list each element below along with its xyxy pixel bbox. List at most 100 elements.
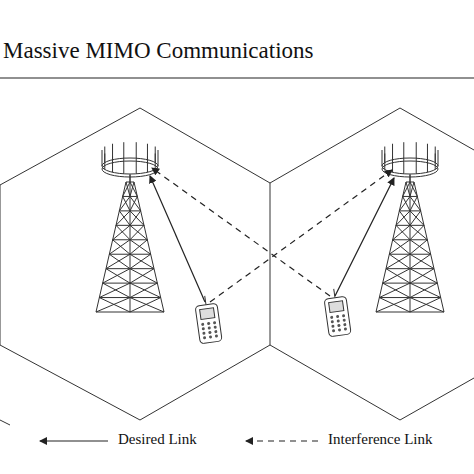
antenna-element: [403, 158, 404, 174]
stroke: [410, 196, 421, 210]
stroke: [410, 298, 444, 312]
desired-link: [335, 178, 394, 296]
stroke: [338, 328, 341, 331]
stroke: [215, 334, 218, 337]
legend-text: Interference Link: [326, 431, 435, 448]
antenna-element: [136, 158, 137, 174]
antenna-element: [136, 142, 137, 158]
stroke: [410, 175, 411, 182]
stroke: [344, 327, 347, 330]
antenna-element: [435, 147, 436, 163]
stroke: [382, 161, 438, 177]
phone-symbol: [323, 287, 351, 337]
stroke: [106, 254, 130, 268]
antenna-element: [416, 142, 417, 158]
stroke: [123, 182, 130, 196]
stroke: [332, 329, 335, 332]
antenna-element: [416, 158, 417, 174]
legend-text: Desired Link: [116, 431, 199, 448]
stroke: [130, 240, 151, 254]
stroke: [396, 211, 410, 225]
stroke: [130, 175, 131, 182]
tower-symbol: [376, 142, 444, 312]
stroke: [334, 289, 335, 298]
stroke: [410, 240, 431, 254]
stroke: [103, 269, 130, 283]
stroke: [213, 321, 216, 324]
stroke: [214, 330, 217, 333]
antenna-element: [102, 150, 103, 166]
stroke: [337, 324, 340, 327]
antenna-element: [147, 144, 148, 160]
cell-outlines: [0, 108, 474, 425]
stroke: [130, 283, 161, 297]
stroke: [331, 320, 334, 323]
stroke: [203, 336, 206, 339]
stroke: [410, 182, 417, 196]
stroke: [116, 211, 130, 225]
antenna-element: [104, 147, 105, 163]
interference-link: [152, 168, 330, 296]
stroke: [331, 325, 334, 328]
antenna-element: [384, 147, 385, 163]
phone-symbol: [194, 294, 222, 344]
antenna-element: [158, 150, 159, 166]
stroke: [130, 254, 154, 268]
links: [150, 168, 394, 302]
stroke: [195, 303, 222, 344]
stroke: [330, 316, 333, 319]
stroke: [207, 322, 210, 325]
antenna-element: [427, 144, 428, 160]
stroke: [202, 332, 205, 335]
stroke: [410, 283, 441, 297]
stroke: [130, 211, 144, 225]
title: Massive MIMO Communications: [3, 38, 314, 64]
stroke: [403, 182, 410, 196]
stroke: [324, 296, 351, 337]
stroke: [130, 269, 157, 283]
title-rule: [0, 77, 474, 78]
antenna-element: [112, 144, 113, 160]
stroke: [130, 196, 141, 210]
stroke: [389, 240, 410, 254]
stroke: [379, 283, 410, 297]
stroke: [201, 323, 204, 326]
stroke: [342, 314, 345, 317]
antenna-element: [382, 150, 383, 166]
stroke: [202, 327, 205, 330]
stroke: [342, 318, 345, 321]
antenna-element: [392, 144, 393, 160]
desired-link: [150, 176, 205, 302]
stroke: [113, 225, 130, 239]
stroke: [399, 196, 410, 210]
base-station-towers: [96, 142, 444, 312]
stroke: [343, 323, 346, 326]
stroke: [410, 269, 437, 283]
stroke: [130, 225, 147, 239]
stroke: [410, 254, 434, 268]
stroke: [119, 196, 130, 210]
user-phones: [194, 287, 351, 344]
stroke: [337, 319, 340, 322]
stroke: [336, 315, 339, 318]
stroke: [383, 269, 410, 283]
stroke: [205, 296, 206, 305]
stroke: [376, 298, 410, 312]
stroke: [200, 308, 215, 320]
antenna-element: [155, 147, 156, 163]
stroke: [208, 326, 211, 329]
stroke: [209, 335, 212, 338]
stroke: [386, 254, 410, 268]
stroke: [393, 225, 410, 239]
stroke: [329, 301, 344, 313]
stroke: [213, 325, 216, 328]
stroke: [410, 211, 424, 225]
stroke: [130, 298, 164, 312]
stroke: [96, 298, 130, 312]
stroke: [208, 331, 211, 334]
antenna-element: [403, 142, 404, 158]
stroke: [109, 240, 130, 254]
stroke: [130, 182, 137, 196]
legend-interference-sample: [246, 440, 318, 441]
